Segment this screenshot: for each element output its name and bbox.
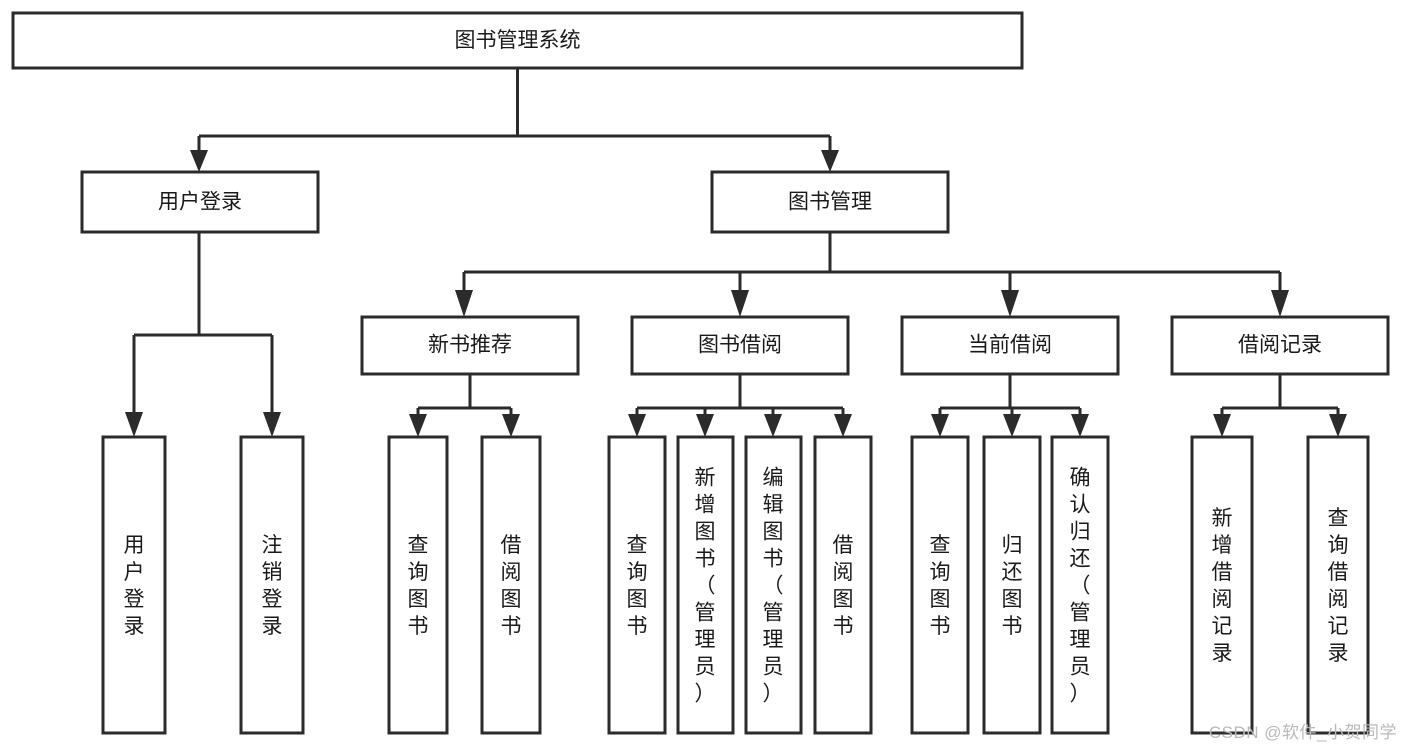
arrow-head-leaf-query-book-2: [628, 414, 646, 437]
arrow-head-book-manage: [821, 150, 839, 172]
arrow-head-new-book-rec: [455, 290, 473, 317]
node-leaf-query-book-2-label: 查询图书: [627, 534, 648, 638]
node-leaf-add-book-box[interactable]: [676, 435, 735, 735]
node-leaf-query-book-2[interactable]: 查询图书: [607, 435, 667, 735]
node-root[interactable]: 图书管理系统: [11, 11, 1024, 70]
node-leaf-user-logout-box[interactable]: [239, 435, 305, 735]
node-user-login-box[interactable]: [80, 170, 320, 234]
node-leaf-edit-book-label: 编辑图书（管理员）: [763, 467, 784, 706]
node-borrow-record-box[interactable]: [1170, 315, 1390, 376]
node-leaf-borrow-book-2-label: 借阅图书: [833, 534, 854, 638]
node-leaf-user-login-box[interactable]: [101, 435, 167, 735]
node-new-book-rec-label: 新书推荐: [428, 334, 512, 357]
node-book-manage[interactable]: 图书管理: [710, 170, 950, 234]
node-book-borrow-label: 图书借阅: [698, 334, 782, 357]
node-borrow-record[interactable]: 借阅记录: [1170, 315, 1390, 376]
node-leaf-borrow-book-1[interactable]: 借阅图书: [480, 435, 542, 735]
node-leaf-query-record-box[interactable]: [1306, 435, 1370, 735]
node-leaf-query-book-2-box[interactable]: [607, 435, 667, 735]
node-user-login-label: 用户登录: [158, 191, 242, 214]
node-leaf-edit-book[interactable]: 编辑图书（管理员）: [744, 435, 803, 735]
node-leaf-borrow-book-1-box[interactable]: [480, 435, 542, 735]
arrow-head-book-borrow: [731, 290, 749, 317]
node-leaf-user-login[interactable]: 用户登录: [101, 435, 167, 735]
node-leaf-return-book[interactable]: 归还图书: [982, 435, 1042, 735]
arrow-head-leaf-confirm-return: [1071, 414, 1089, 437]
node-leaf-borrow-book-2[interactable]: 借阅图书: [813, 435, 873, 735]
arrow-head-leaf-user-login: [125, 412, 143, 437]
arrow-head-leaf-borrow-book-2: [834, 414, 852, 437]
node-new-book-rec[interactable]: 新书推荐: [360, 315, 580, 376]
node-leaf-edit-book-box[interactable]: [744, 435, 803, 735]
node-leaf-query-book-1[interactable]: 查询图书: [387, 435, 449, 735]
node-borrow-record-label: 借阅记录: [1238, 334, 1322, 357]
node-leaf-query-book-3[interactable]: 查询图书: [910, 435, 970, 735]
node-leaf-confirm-return-box[interactable]: [1050, 435, 1110, 735]
arrow-head-leaf-return-book: [1003, 414, 1021, 437]
connector-layer: [125, 68, 1347, 437]
node-leaf-user-logout-label: 注销登录: [262, 534, 283, 638]
node-leaf-add-record-label: 新增借阅记录: [1212, 507, 1233, 665]
arrow-head-leaf-user-logout: [263, 412, 281, 437]
node-leaf-query-book-3-label: 查询图书: [930, 534, 951, 638]
node-leaf-return-book-label: 归还图书: [1002, 534, 1023, 638]
node-root-box[interactable]: [11, 11, 1024, 70]
node-leaf-add-book[interactable]: 新增图书（管理员）: [676, 435, 735, 735]
node-book-borrow-box[interactable]: [630, 315, 850, 376]
node-leaf-add-record-box[interactable]: [1190, 435, 1254, 735]
node-leaf-add-record[interactable]: 新增借阅记录: [1190, 435, 1254, 735]
node-leaf-user-login-label: 用户登录: [124, 534, 145, 638]
node-leaf-query-book-1-box[interactable]: [387, 435, 449, 735]
arrow-head-leaf-add-record: [1213, 414, 1231, 437]
node-leaf-add-book-label: 新增图书（管理员）: [695, 467, 716, 706]
node-leaf-query-record[interactable]: 查询借阅记录: [1306, 435, 1370, 735]
node-leaf-return-book-box[interactable]: [982, 435, 1042, 735]
node-book-manage-label: 图书管理: [788, 191, 872, 214]
csdn-watermark: CSDN @软件_小贺同学: [1208, 723, 1397, 742]
node-user-login[interactable]: 用户登录: [80, 170, 320, 234]
arrow-head-borrow-record: [1271, 290, 1289, 317]
node-leaf-query-book-1-label: 查询图书: [408, 534, 429, 638]
node-leaf-query-record-label: 查询借阅记录: [1328, 507, 1349, 665]
node-leaf-query-book-3-box[interactable]: [910, 435, 970, 735]
node-leaf-confirm-return-label: 确认归还（管理员）: [1070, 467, 1091, 706]
arrow-head-leaf-query-book-1: [409, 414, 427, 437]
arrow-head-current-borrow: [1001, 290, 1019, 317]
node-leaf-confirm-return[interactable]: 确认归还（管理员）: [1050, 435, 1110, 735]
arrow-head-leaf-edit-book: [764, 414, 782, 437]
node-current-borrow-label: 当前借阅: [968, 334, 1052, 357]
arrow-head-leaf-add-book: [696, 414, 714, 437]
arrow-head-leaf-borrow-book-1: [502, 414, 520, 437]
node-leaf-borrow-book-2-box[interactable]: [813, 435, 873, 735]
node-current-borrow[interactable]: 当前借阅: [900, 315, 1120, 376]
node-leaf-user-logout[interactable]: 注销登录: [239, 435, 305, 735]
node-root-label: 图书管理系统: [455, 29, 581, 52]
arrow-head-leaf-query-book-3: [931, 414, 949, 437]
arrow-head-user-login: [190, 150, 208, 172]
arrow-head-leaf-query-record: [1329, 414, 1347, 437]
node-current-borrow-box[interactable]: [900, 315, 1120, 376]
node-book-manage-box[interactable]: [710, 170, 950, 234]
node-leaf-borrow-book-1-label: 借阅图书: [501, 534, 522, 638]
node-book-borrow[interactable]: 图书借阅: [630, 315, 850, 376]
node-new-book-rec-box[interactable]: [360, 315, 580, 376]
